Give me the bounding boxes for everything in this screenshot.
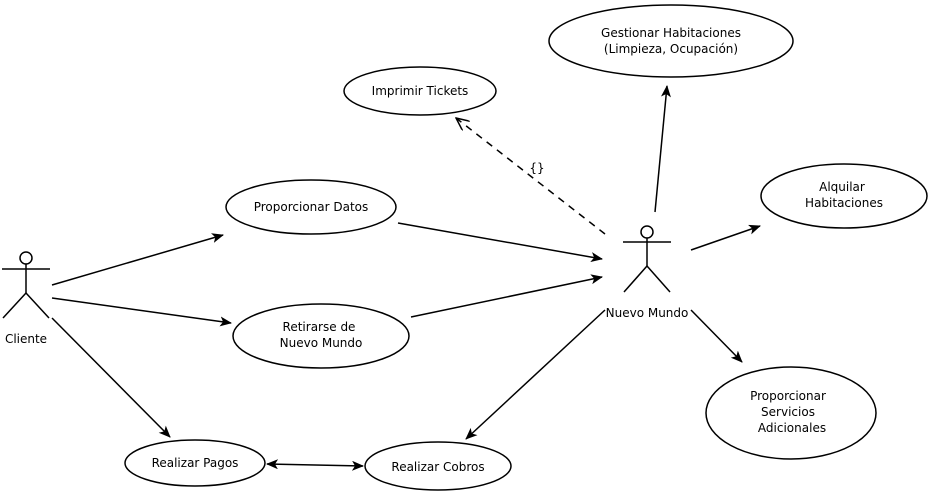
use-case-label: Proporcionar: [750, 389, 826, 403]
use-case-retirarse[interactable]: Retirarse de Nuevo Mundo: [232, 303, 410, 369]
use-case-servicios-adicionales[interactable]: Proporcionar Servicios Adicionales: [705, 366, 877, 460]
use-case-alquilar-habitaciones[interactable]: Alquilar Habitaciones: [760, 163, 928, 229]
edge-nuevo-mundo-realizar-cobros: [465, 309, 606, 440]
edge-retirarse-nuevo-mundo: [410, 274, 603, 318]
edges: {}: [51, 85, 761, 471]
actor-label: Cliente: [5, 332, 47, 346]
use-case-label: Gestionar Habitaciones: [601, 26, 741, 40]
use-case-label: Retirarse de: [283, 320, 356, 334]
edge-nuevo-mundo-servicios: [690, 309, 743, 363]
edge-cliente-realizar-pagos: [51, 317, 171, 438]
dependency-label: {}: [529, 161, 544, 175]
use-case-gestionar-habitaciones[interactable]: Gestionar Habitaciones (Limpieza, Ocupac…: [548, 4, 794, 78]
use-case-realizar-cobros[interactable]: Realizar Cobros: [364, 441, 512, 491]
use-case-label: Proporcionar Datos: [254, 200, 369, 214]
actor-label: Nuevo Mundo: [606, 306, 689, 320]
use-case-label: Realizar Cobros: [391, 460, 484, 474]
use-case-label: Servicios: [761, 405, 815, 419]
edge-nuevo-mundo-alquilar: [690, 224, 761, 251]
actor-head: [640, 225, 654, 239]
edge-cliente-retirarse: [51, 297, 232, 327]
edge-nuevo-mundo-imprimir-tickets: [456, 118, 606, 235]
use-case-label: (Limpieza, Ocupación): [604, 42, 738, 56]
use-case-label: Imprimir Tickets: [372, 84, 469, 98]
use-case-realizar-pagos[interactable]: Realizar Pagos: [124, 439, 266, 487]
use-case-label: Adicionales: [758, 421, 826, 435]
edge-nuevo-mundo-gestionar: [654, 85, 671, 213]
use-case-proporcionar-datos[interactable]: Proporcionar Datos: [225, 179, 397, 235]
actor-head: [19, 251, 33, 265]
actor-nuevo-mundo[interactable]: Nuevo Mundo: [606, 225, 689, 320]
actor-cliente[interactable]: Cliente: [2, 251, 50, 346]
use-case-label: Realizar Pagos: [152, 456, 239, 470]
use-case-imprimir-tickets[interactable]: Imprimir Tickets: [343, 66, 497, 116]
edge-pagos-cobros: [266, 459, 364, 471]
edge-cliente-proporcionar-datos: [51, 233, 224, 286]
edge-proporcionar-datos-nuevo-mundo: [397, 222, 603, 263]
use-case-label: Habitaciones: [805, 196, 883, 210]
use-case-label: Nuevo Mundo: [280, 336, 363, 350]
use-case-label: Alquilar: [819, 180, 865, 194]
